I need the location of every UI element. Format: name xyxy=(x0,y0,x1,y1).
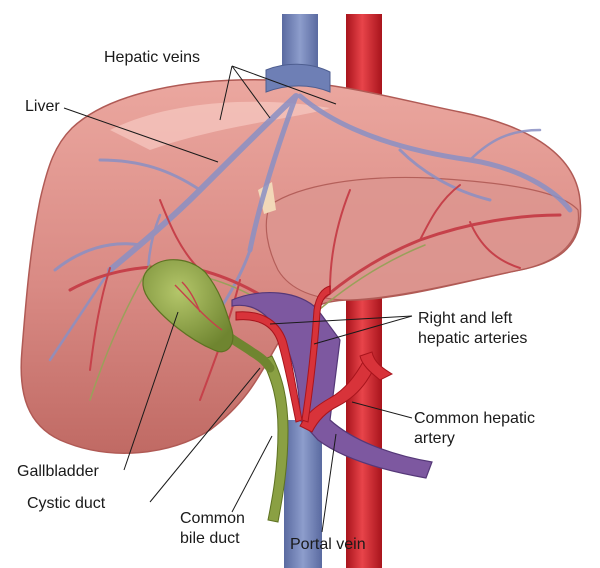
label-common-hepatic-artery-line2: artery xyxy=(414,430,455,447)
label-common-bile-duct-line1: Common xyxy=(180,510,245,527)
left-hepatic-artery xyxy=(301,285,331,423)
label-liver: Liver xyxy=(25,98,60,115)
right-hepatic-artery xyxy=(235,311,303,423)
celiac-trunk-branch xyxy=(359,351,394,381)
label-hepatic-veins: Hepatic veins xyxy=(104,49,201,66)
common-hepatic-artery xyxy=(299,359,375,433)
label-portal-vein: Portal vein xyxy=(290,536,366,553)
gallbladder xyxy=(142,259,234,353)
label-right-left-hepatic-arteries-line2: hepatic arteries xyxy=(418,330,528,347)
hepatic-vein-confluence xyxy=(265,63,331,93)
label-common-hepatic-artery-line1: Common hepatic xyxy=(414,410,535,427)
leader-lines xyxy=(63,65,413,533)
label-gallbladder: Gallbladder xyxy=(17,463,99,480)
gallbladder-artery-branches xyxy=(174,281,223,331)
label-cystic-duct: Cystic duct xyxy=(27,495,106,512)
label-right-left-hepatic-arteries-line1: Right and left xyxy=(418,310,513,327)
common-bile-duct xyxy=(261,355,289,523)
label-common-bile-duct-line2: bile duct xyxy=(180,530,240,547)
inferior-vena-cava-lower xyxy=(284,420,322,568)
